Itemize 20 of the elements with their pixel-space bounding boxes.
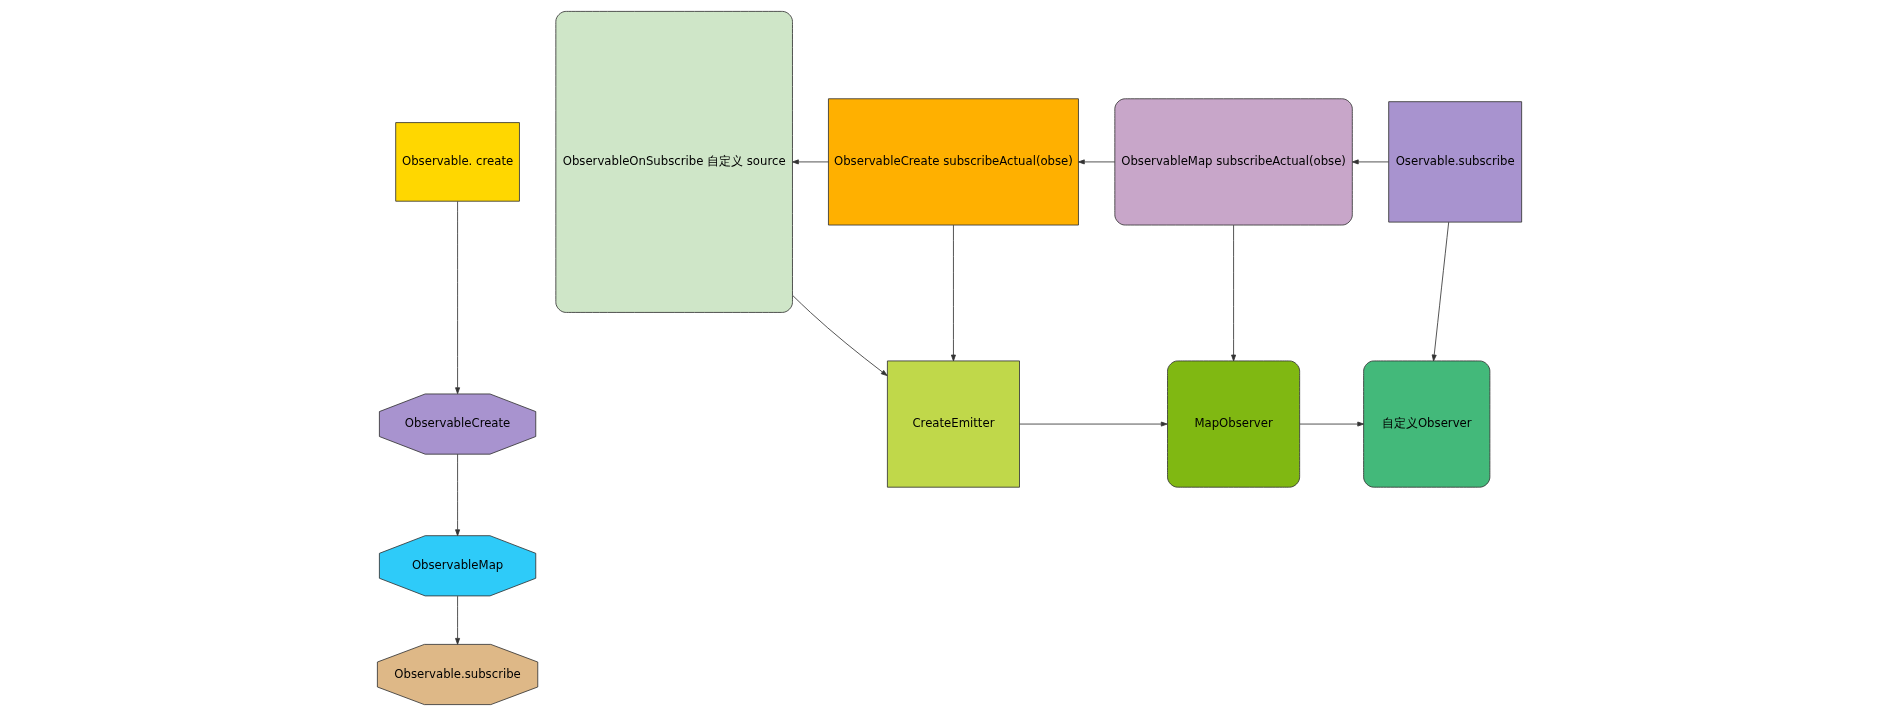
node-box: Observable. create bbox=[394, 122, 520, 202]
arrow bbox=[1299, 421, 1364, 427]
arrow bbox=[1077, 159, 1115, 165]
node-box: MapObserver bbox=[1166, 360, 1300, 488]
arrow bbox=[950, 224, 956, 362]
node-box: ObservableMap subscribeActual(obse) bbox=[1113, 98, 1353, 226]
arrow bbox=[1018, 421, 1168, 427]
arrow bbox=[1431, 221, 1449, 362]
arrow bbox=[791, 294, 887, 376]
arrow bbox=[454, 595, 460, 645]
arrow bbox=[454, 453, 460, 537]
node-box: CreateEmitter bbox=[886, 360, 1020, 488]
arrow bbox=[791, 159, 829, 165]
arrow bbox=[1351, 159, 1389, 165]
arrow bbox=[1230, 224, 1236, 362]
node-box: 自定义Observer bbox=[1362, 360, 1490, 488]
node-box: ObservableCreate subscribeActual(obse) bbox=[827, 98, 1079, 226]
arrow bbox=[454, 201, 460, 395]
node-box: ObservableOnSubscribe 自定义 source bbox=[554, 10, 793, 313]
node-box: Oservable.subscribe bbox=[1387, 101, 1522, 223]
